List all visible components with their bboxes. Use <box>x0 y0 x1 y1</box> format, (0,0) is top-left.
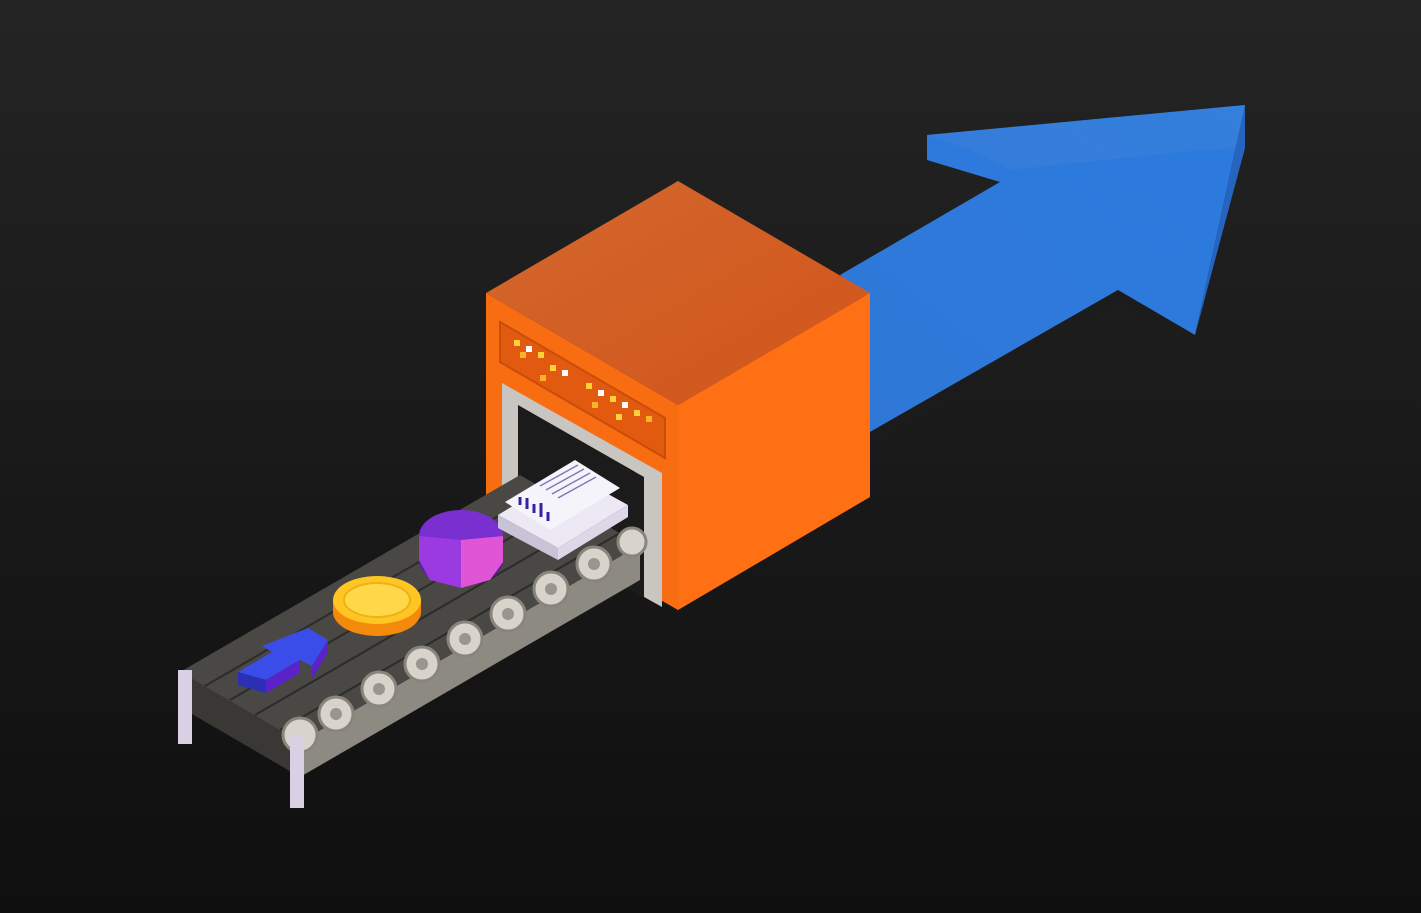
leg <box>178 670 192 744</box>
pie-chart-icon <box>419 510 503 588</box>
indicator-lights <box>514 340 652 422</box>
coin-icon <box>333 576 421 636</box>
box-right-face <box>678 293 870 610</box>
leg <box>290 735 304 808</box>
growth-arrow <box>840 105 1245 448</box>
arrow-icon <box>238 628 328 693</box>
document-icon <box>498 460 628 560</box>
